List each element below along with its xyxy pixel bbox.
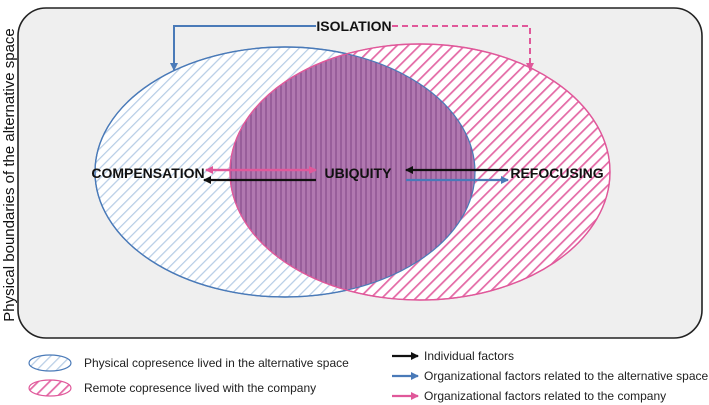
isolation-to-refocusing-arrow [392, 25, 534, 71]
compensation-label: COMPENSATION [91, 165, 204, 181]
side-label: Physical boundaries of the alternative s… [1, 28, 18, 322]
isolation-to-compensation-arrow [170, 25, 316, 71]
isolation-label: ISOLATION [316, 18, 391, 34]
legend-blue-ellipse-swatch [28, 354, 72, 372]
legend-remote-copresence: Remote copresence lived with the company [84, 381, 316, 395]
refocusing-label: REFOCUSING [510, 165, 603, 181]
legend-org-company: Organizational factors related to the co… [424, 389, 666, 403]
legend-org-alt-space: Organizational factors related to the al… [424, 369, 708, 383]
ubiquity-label: UBIQUITY [325, 165, 393, 181]
ubiquity-overlap-region [230, 47, 475, 297]
legend-individual-factors: Individual factors [424, 349, 514, 363]
legend-physical-copresence: Physical copresence lived in the alterna… [84, 356, 349, 370]
legend-pink-ellipse-swatch [28, 379, 72, 397]
